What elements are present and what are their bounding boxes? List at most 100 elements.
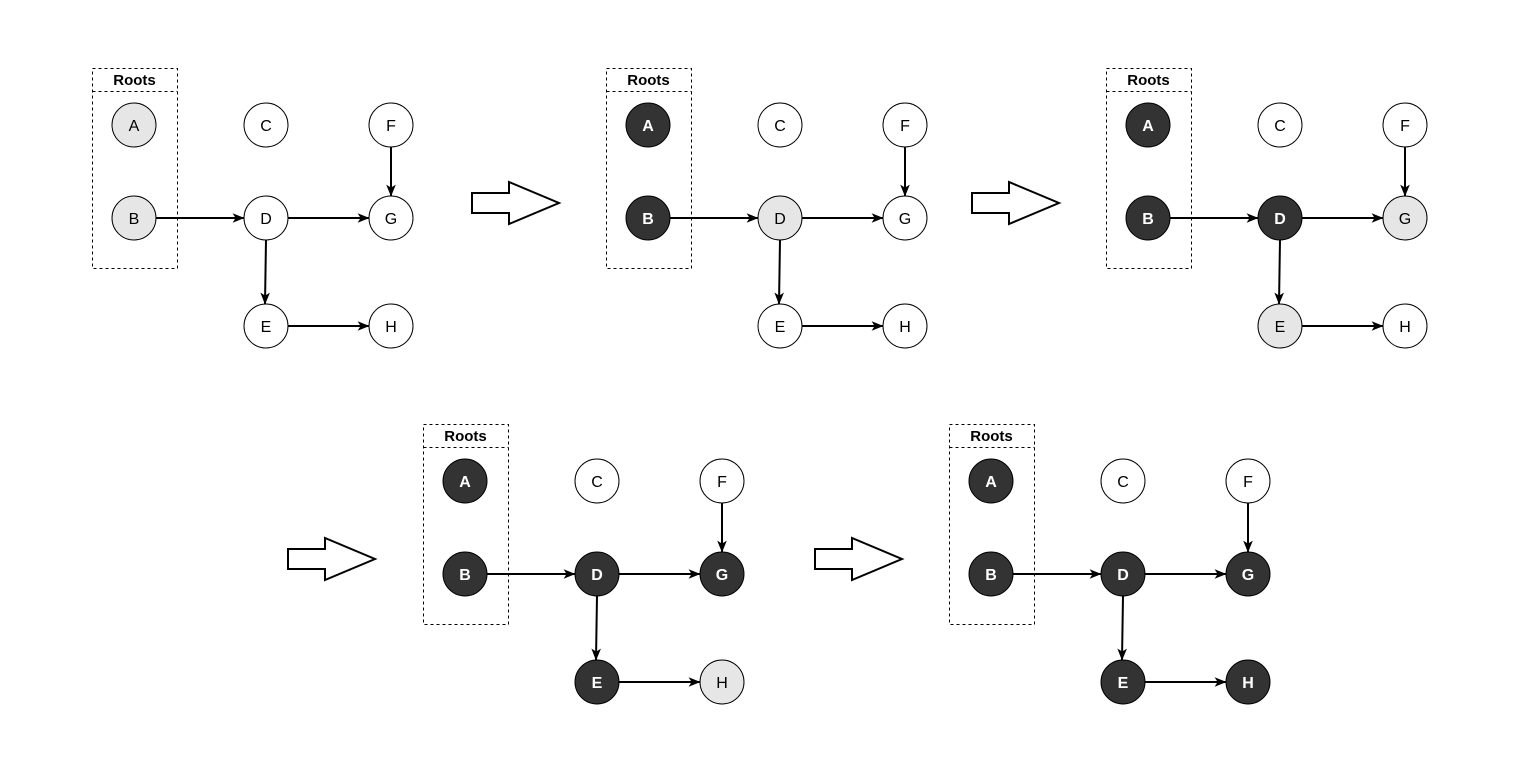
roots-group: Roots bbox=[606, 68, 692, 269]
node-label: H bbox=[1399, 319, 1411, 336]
node-circle bbox=[882, 303, 928, 349]
node-label: F bbox=[386, 118, 396, 135]
node-f: F bbox=[1225, 458, 1271, 504]
edge-d-to-e bbox=[774, 239, 784, 305]
edges bbox=[670, 147, 910, 331]
node-circle bbox=[968, 551, 1014, 597]
transition-arrow-icon-1-to-2 bbox=[471, 180, 562, 226]
node-label: H bbox=[1242, 675, 1254, 692]
node-f: F bbox=[1382, 102, 1428, 148]
node-b: B bbox=[111, 195, 157, 241]
edge-d-to-e bbox=[260, 239, 270, 305]
node-c: C bbox=[243, 102, 289, 148]
node-circle bbox=[442, 458, 488, 504]
node-b: B bbox=[625, 195, 671, 241]
node-g: G bbox=[1225, 551, 1271, 597]
roots-group: Roots bbox=[949, 424, 1035, 625]
node-circle bbox=[1382, 195, 1428, 241]
node-g: G bbox=[699, 551, 745, 597]
node-c: C bbox=[1100, 458, 1146, 504]
node-a: A bbox=[625, 102, 671, 148]
node-circle bbox=[574, 659, 620, 705]
node-circle bbox=[757, 102, 803, 148]
node-d: D bbox=[574, 551, 620, 597]
edges bbox=[1170, 147, 1410, 331]
transition-arrow-icon-2-to-3 bbox=[971, 180, 1062, 226]
roots-title: Roots bbox=[444, 428, 487, 445]
roots-title: Roots bbox=[970, 428, 1013, 445]
node-a: A bbox=[442, 458, 488, 504]
node-label: D bbox=[591, 567, 603, 584]
roots-group: Roots bbox=[92, 68, 178, 269]
node-b: B bbox=[968, 551, 1014, 597]
node-label: E bbox=[592, 675, 603, 692]
node-circle bbox=[111, 102, 157, 148]
node-h: H bbox=[1382, 303, 1428, 349]
transition-arrow-icon-3-to-4 bbox=[287, 536, 378, 582]
node-circle bbox=[1125, 102, 1171, 148]
node-h: H bbox=[368, 303, 414, 349]
node-b: B bbox=[1125, 195, 1171, 241]
edge-d-to-e bbox=[1274, 239, 1284, 305]
node-circle bbox=[882, 195, 928, 241]
roots-group: Roots bbox=[1106, 68, 1192, 269]
node-circle bbox=[699, 458, 745, 504]
node-label: A bbox=[129, 118, 140, 135]
node-circle bbox=[368, 102, 414, 148]
node-g: G bbox=[1382, 195, 1428, 241]
node-circle bbox=[1257, 303, 1303, 349]
node-label: H bbox=[385, 319, 397, 336]
node-circle bbox=[1257, 195, 1303, 241]
node-label: B bbox=[642, 211, 654, 228]
node-label: C bbox=[774, 118, 786, 135]
node-label: C bbox=[591, 474, 603, 491]
node-d: D bbox=[1100, 551, 1146, 597]
roots-group: Roots bbox=[423, 424, 509, 625]
node-d: D bbox=[1257, 195, 1303, 241]
node-circle bbox=[243, 303, 289, 349]
roots-title: Roots bbox=[113, 72, 156, 89]
node-label: E bbox=[1118, 675, 1129, 692]
node-label: E bbox=[775, 319, 786, 336]
node-a: A bbox=[1125, 102, 1171, 148]
node-c: C bbox=[757, 102, 803, 148]
node-circle bbox=[574, 551, 620, 597]
node-label: E bbox=[261, 319, 272, 336]
node-g: G bbox=[882, 195, 928, 241]
node-label: G bbox=[385, 211, 397, 228]
node-a: A bbox=[968, 458, 1014, 504]
node-circle bbox=[1382, 102, 1428, 148]
node-label: B bbox=[129, 211, 140, 228]
node-label: C bbox=[260, 118, 272, 135]
node-circle bbox=[968, 458, 1014, 504]
node-circle bbox=[243, 195, 289, 241]
node-label: G bbox=[716, 567, 728, 584]
node-circle bbox=[1257, 102, 1303, 148]
node-circle bbox=[757, 195, 803, 241]
node-label: A bbox=[642, 118, 654, 135]
node-circle bbox=[1225, 551, 1271, 597]
edge-d-to-e bbox=[1117, 595, 1127, 661]
node-e: E bbox=[243, 303, 289, 349]
edges bbox=[156, 147, 396, 331]
node-f: F bbox=[882, 102, 928, 148]
roots-title: Roots bbox=[1127, 72, 1170, 89]
node-label: C bbox=[1117, 474, 1129, 491]
node-circle bbox=[625, 195, 671, 241]
node-label: B bbox=[985, 567, 997, 584]
node-label: D bbox=[1274, 211, 1286, 228]
roots-box bbox=[949, 424, 1035, 625]
node-f: F bbox=[699, 458, 745, 504]
roots-box bbox=[606, 68, 692, 269]
node-e: E bbox=[757, 303, 803, 349]
node-label: H bbox=[716, 675, 728, 692]
node-g: G bbox=[368, 195, 414, 241]
node-circle bbox=[1100, 659, 1146, 705]
node-label: F bbox=[1243, 474, 1253, 491]
node-circle bbox=[1100, 551, 1146, 597]
node-circle bbox=[699, 551, 745, 597]
edges bbox=[487, 503, 727, 687]
